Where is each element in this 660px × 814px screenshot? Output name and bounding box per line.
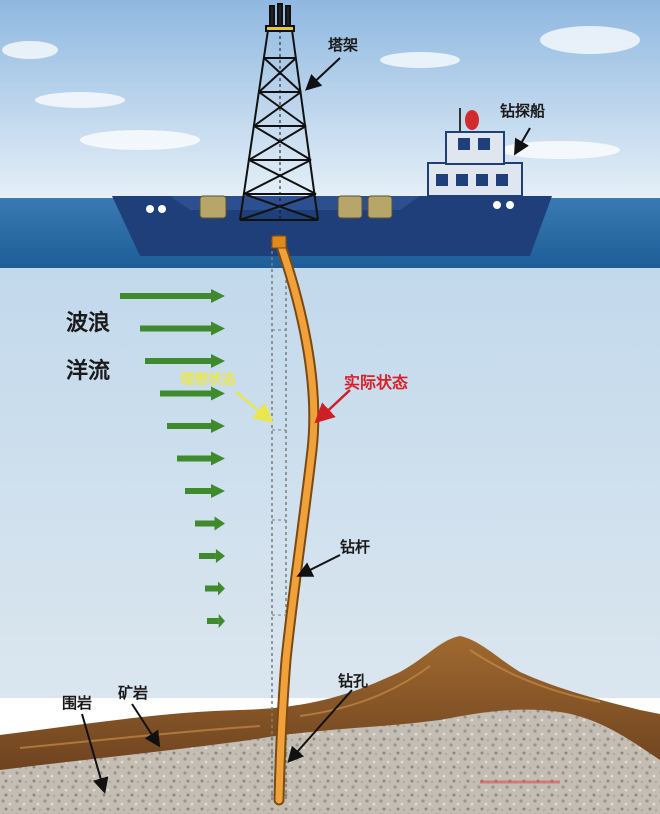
drill-pipe-label: 钻杆 [340,538,370,556]
derrick-tower [239,3,319,221]
ore-rock-layer [0,636,660,770]
gravel-layer [0,703,660,814]
actual-state-label: 实际状态 [344,373,408,392]
current-arrows [120,289,225,628]
borehole-label: 钻孔 [338,672,368,690]
current-arrow-head [218,614,225,628]
current-arrow-head [211,419,225,433]
current-arrow-head [211,321,225,336]
current-arrow-head [211,289,225,303]
current-arrow [145,358,211,364]
clouds [2,26,640,159]
drill-ship-label: 钻探船 [500,102,545,120]
actual-drill-pipe [271,234,320,806]
drill-pipe-pointer [296,554,341,577]
derrick-pointer [305,57,341,91]
current-arrow [207,618,219,624]
cargo-box [337,195,363,219]
current-arrow [199,553,216,559]
current-arrow-head [215,549,225,563]
porthole [506,201,514,209]
current-label: 洋流 [66,358,110,384]
current-arrow [120,293,211,299]
current-arrow [195,520,215,527]
current-arrow-head [211,451,225,466]
ideal-state-pointer [235,391,274,424]
current-arrow [185,488,211,494]
ship-bridge [427,108,523,197]
current-arrow [205,585,218,592]
current-arrow [140,325,211,332]
cargo-box [367,195,393,219]
porthole [493,201,501,209]
current-arrow-head [218,581,225,596]
borehole-pointer [287,689,353,763]
ideal-state-label: 理想状态 [180,371,236,388]
current-arrow-head [211,386,225,401]
current-arrow-head [211,484,225,498]
ore-label: 矿岩 [118,684,148,702]
current-arrow-head [214,516,225,531]
current-arrow-head [211,354,225,368]
country-rock-pointer [81,713,109,794]
current-arrow [177,455,211,462]
current-arrow [167,423,211,429]
underwater [0,268,660,698]
ship-pointer [513,127,531,156]
porthole [158,205,166,213]
cargo-box [199,195,227,219]
actual-state-pointer [314,389,351,424]
ore-pointer [131,703,161,748]
current-arrow [160,390,211,397]
waves-label: 波浪 [66,310,110,336]
porthole [146,205,154,213]
derrick-label: 塔架 [328,36,358,54]
country-rock-label: 围岩 [62,694,92,712]
